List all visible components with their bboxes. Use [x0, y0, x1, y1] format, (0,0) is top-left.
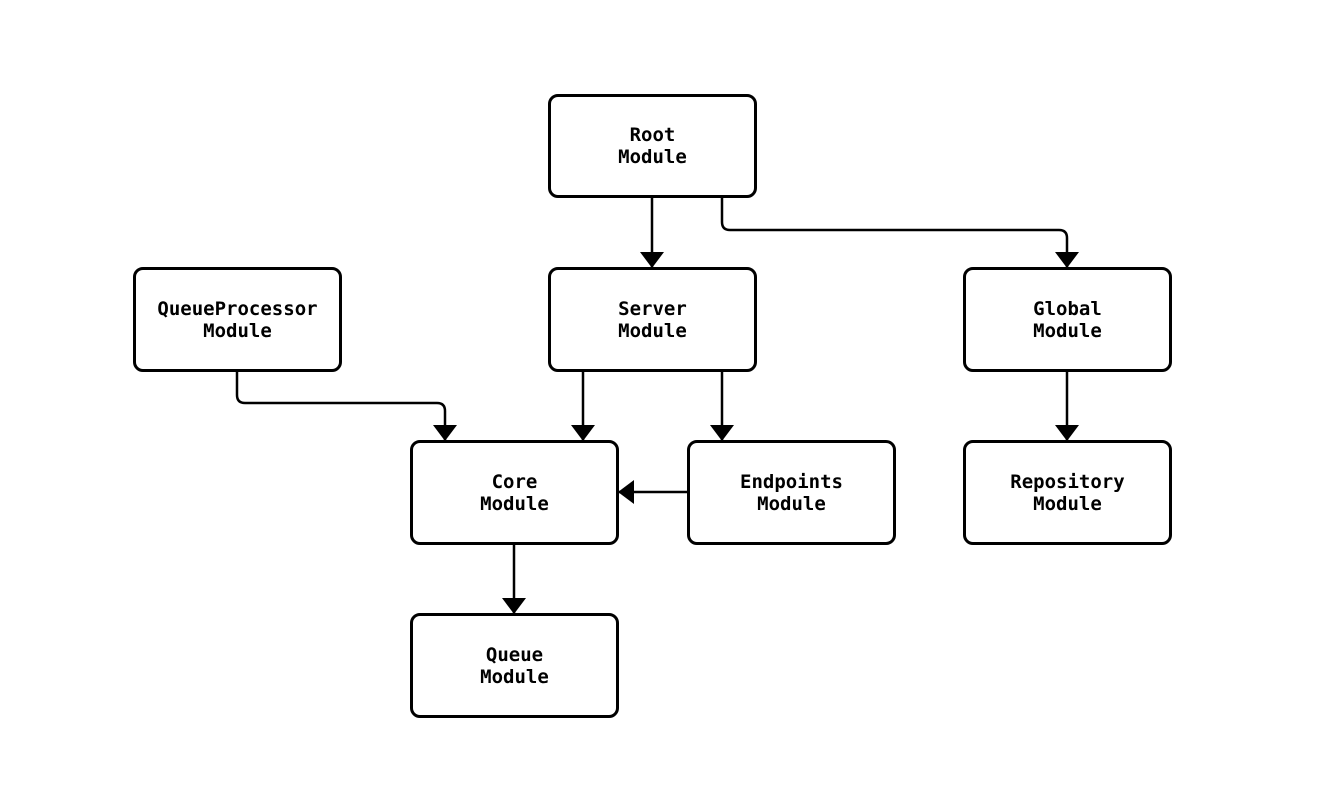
edge-queueprocessor-module-to-core-module — [235, 372, 457, 441]
node-label-line: Global — [1033, 297, 1102, 320]
node-label-line: Module — [618, 146, 687, 168]
node-label-line: Module — [480, 492, 549, 515]
edge-root-module-to-global-module — [720, 198, 1079, 268]
node-label-line: Endpoints — [740, 470, 843, 493]
node-label-line: QueueProcessor — [157, 297, 318, 320]
node-label-line: Module — [480, 665, 549, 688]
node-label-line: Module — [757, 492, 826, 515]
node-label-line: Root — [629, 124, 676, 146]
node-label-line: Repository — [1010, 470, 1125, 493]
node-label-line: Module — [1033, 319, 1102, 342]
node-label-line: Core — [491, 470, 538, 493]
node-label-line: Queue — [485, 643, 544, 666]
node-label-line: Module — [618, 319, 687, 342]
node-label-line: Module — [203, 319, 272, 342]
node-label-line: Module — [1033, 492, 1102, 515]
node-label-line: Server — [618, 297, 687, 320]
